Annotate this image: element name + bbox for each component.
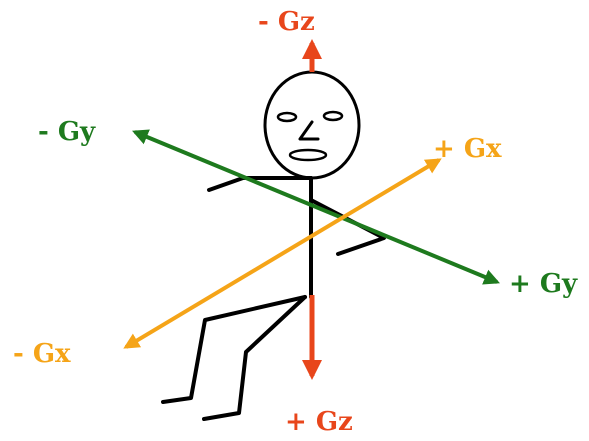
figure-left-eye: [276, 111, 298, 123]
minus-gx-label: - Gx: [13, 339, 71, 369]
figure-head: [263, 70, 361, 180]
minus-gy-label: - Gy: [38, 117, 96, 147]
plus-gx-label: + Gx: [433, 134, 502, 164]
plus-gy-label: + Gy: [509, 269, 578, 299]
seated-stick-figure: [161, 70, 386, 421]
figure-right-eye: [322, 110, 344, 122]
minus-gz-label: - Gz: [258, 7, 315, 37]
gx-axis-arrow: [123, 158, 442, 349]
plus-gz-label: + Gz: [285, 407, 353, 437]
